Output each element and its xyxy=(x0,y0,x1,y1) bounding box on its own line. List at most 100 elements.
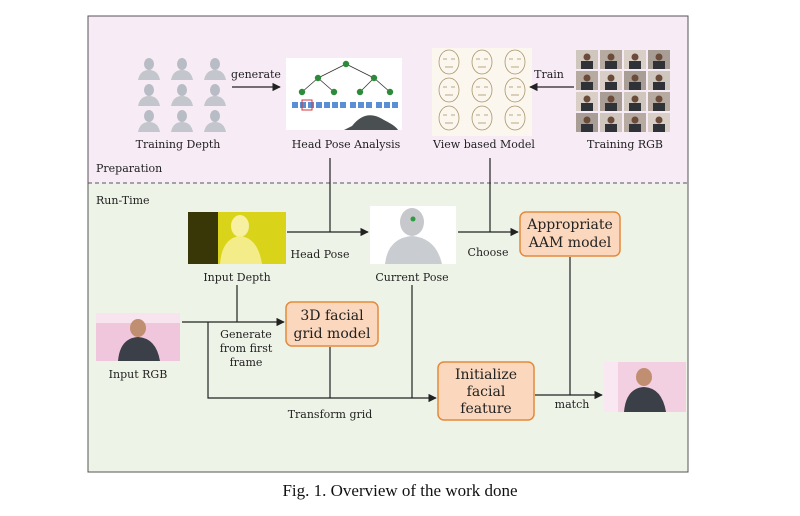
rgb-thumb-face xyxy=(655,53,663,61)
depth-thumb-body xyxy=(171,122,193,132)
aam-model-box: Appropriate AAM model xyxy=(519,211,621,257)
depth-thumb-head xyxy=(144,58,154,70)
preparation-label: Preparation xyxy=(96,162,162,175)
input-rgb-label: Input RGB xyxy=(109,368,168,381)
rgb-thumb-face xyxy=(607,74,615,82)
tree-node xyxy=(314,74,322,82)
rgb-thumb-face xyxy=(583,116,591,124)
generate-label: generate xyxy=(231,68,281,81)
runtime-label: Run-Time xyxy=(96,194,150,207)
grid-line-2: grid model xyxy=(294,326,371,342)
head-pose-analysis-label: Head Pose Analysis xyxy=(292,138,401,151)
depth-thumb-body xyxy=(204,70,226,80)
rgb-thumb-face xyxy=(631,95,639,103)
tree-leaf xyxy=(392,102,398,108)
tree-edge xyxy=(373,77,391,93)
tree-node xyxy=(298,88,306,96)
generate-from-first-3: frame xyxy=(230,356,263,369)
rgb-thumb-face xyxy=(631,116,639,124)
rgb-thumb-body xyxy=(653,124,665,132)
depth-thumb-head xyxy=(177,58,187,70)
face-outline xyxy=(471,49,493,75)
init-line-2: facial xyxy=(467,384,506,400)
rgb-thumb-face xyxy=(583,95,591,103)
decision-tree-figure xyxy=(286,58,402,130)
initialize-feature-box: Initialize facial feature xyxy=(437,361,535,421)
input-depth-image xyxy=(188,212,286,264)
depth-thumb-body xyxy=(138,96,160,106)
rgb-thumb-face xyxy=(607,116,615,124)
rgb-thumb-body xyxy=(581,82,593,90)
facial-grid-box: 3D facial grid model xyxy=(285,301,379,347)
init-line-3: feature xyxy=(460,401,511,417)
rgb-thumb-body xyxy=(629,82,641,90)
tree-highlight xyxy=(301,99,313,111)
tree-node xyxy=(356,88,364,96)
view-based-model-label: View based Model xyxy=(432,138,535,151)
training-depth-images xyxy=(138,58,226,132)
tree-leaf xyxy=(340,102,346,108)
tree-edge xyxy=(345,63,375,79)
depth-thumb-head xyxy=(144,110,154,122)
face-outline xyxy=(438,49,460,75)
face-outline xyxy=(438,105,460,131)
rgb-thumb-body xyxy=(581,103,593,111)
training-rgb-label: Training RGB xyxy=(587,138,663,151)
tree-node xyxy=(342,60,350,68)
face-outline xyxy=(504,105,526,131)
tree-leaf xyxy=(384,102,390,108)
current-pose-label: Current Pose xyxy=(375,271,448,284)
generate-from-first-1: Generate xyxy=(220,328,272,341)
rgb-thumb-body xyxy=(653,103,665,111)
grid-line-1: 3D facial xyxy=(300,308,364,324)
rgb-thumb-face xyxy=(607,95,615,103)
depth-thumb-head xyxy=(177,84,187,96)
tree-leaf xyxy=(376,102,382,108)
rgb-thumb-face xyxy=(583,74,591,82)
tree-edge xyxy=(317,63,347,79)
rgb-thumb-body xyxy=(653,82,665,90)
tree-leaf xyxy=(316,102,322,108)
tree-edge xyxy=(301,77,319,93)
tree-surface xyxy=(344,115,398,130)
training-depth-label: Training Depth xyxy=(136,138,221,151)
depth-thumb-body xyxy=(138,122,160,132)
depth-thumb-body xyxy=(204,96,226,106)
rgb-thumb-body xyxy=(581,61,593,69)
depth-thumb-head xyxy=(210,110,220,122)
depth-thumb-body xyxy=(204,122,226,132)
tree-leaf xyxy=(308,102,314,108)
depth-thumb-head xyxy=(144,84,154,96)
rgb-thumb-face xyxy=(583,53,591,61)
rgb-thumb-face xyxy=(655,116,663,124)
head-pose-label: Head Pose xyxy=(291,248,350,261)
rgb-thumb-body xyxy=(605,61,617,69)
depth-thumb-body xyxy=(171,96,193,106)
output-matched-image xyxy=(604,362,686,412)
rgb-thumb-face xyxy=(655,95,663,103)
rgb-to-initialize-line xyxy=(207,322,437,403)
figure-caption: Fig. 1. Overview of the work done xyxy=(282,481,518,500)
rgb-thumb-face xyxy=(655,74,663,82)
tree-leaf xyxy=(300,102,306,108)
input-rgb-image xyxy=(96,313,180,361)
depth-thumb-head xyxy=(177,110,187,122)
face-outline xyxy=(471,77,493,103)
generate-from-first-2: from first xyxy=(220,342,273,355)
rgb-thumb-body xyxy=(605,103,617,111)
tree-leaf xyxy=(332,102,338,108)
tree-leaf xyxy=(292,102,298,108)
input-depth-label: Input Depth xyxy=(203,271,270,284)
rgb-thumb-body xyxy=(629,124,641,132)
face-outline xyxy=(438,77,460,103)
rgb-thumb-body xyxy=(653,61,665,69)
tree-leaf xyxy=(324,102,330,108)
tree-node xyxy=(370,74,378,82)
training-rgb-images xyxy=(576,50,670,132)
tree-leaf xyxy=(350,102,356,108)
rgb-thumb-body xyxy=(605,82,617,90)
tree-node xyxy=(330,88,338,96)
init-line-1: Initialize xyxy=(455,367,517,383)
depth-thumb-body xyxy=(138,70,160,80)
